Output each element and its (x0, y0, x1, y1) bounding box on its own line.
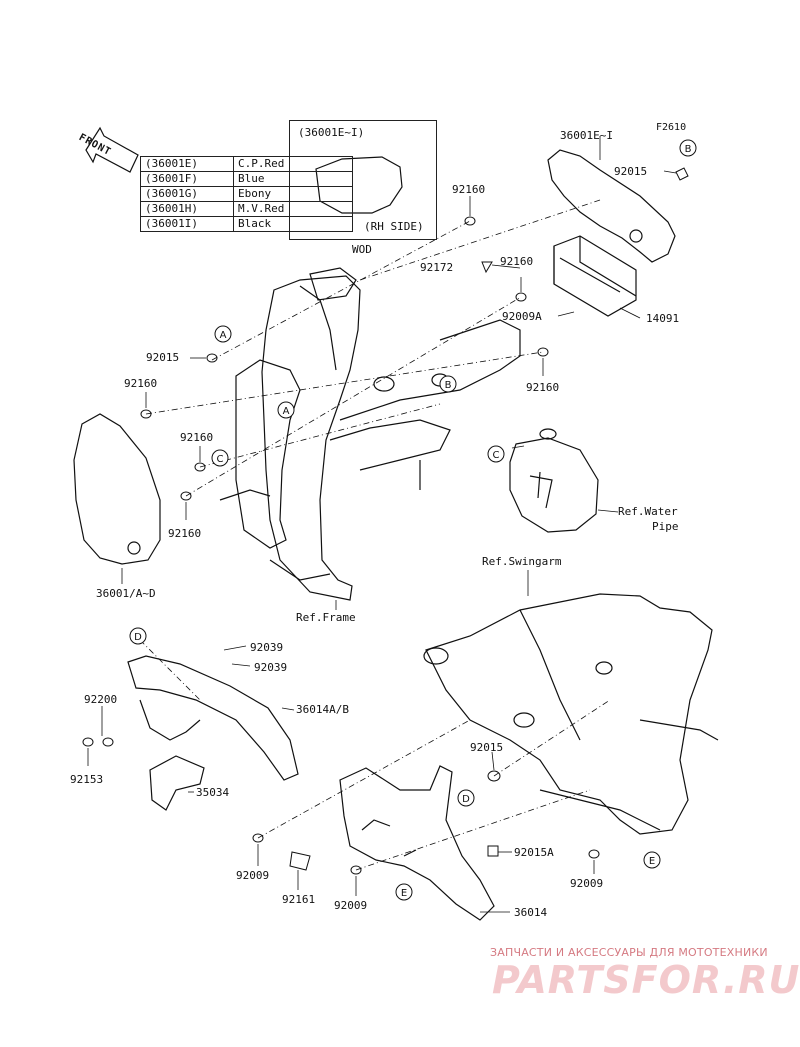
callout-d-lower: D (462, 794, 470, 805)
table-row: (36001E)C.P.Red (140, 156, 353, 172)
leader-lines (87, 136, 677, 913)
label-36001-a-d: 36001/A~D (96, 587, 156, 600)
left-side-cover-drawing (73, 413, 161, 565)
label-92015-top: 92015 (614, 165, 648, 178)
label-92160-f: 92160 (168, 527, 202, 540)
label-92160-e: 92160 (180, 431, 214, 444)
label-ref-swingarm: Ref.Swingarm (482, 555, 562, 568)
figure-id: F2610 (656, 122, 687, 133)
callout-letters: B A B A C C D D E E (134, 144, 691, 899)
table-row: (36001F)Blue (140, 171, 353, 187)
callout-circles (129, 139, 697, 901)
label-92160-b: 92160 (500, 255, 534, 268)
watermark-brand: PARTSFOR.RU (492, 958, 800, 1002)
label-35034: 35034 (196, 786, 230, 799)
label-36001e-i: 36001E~I (560, 129, 613, 142)
label-ref-frame: Ref.Frame (296, 611, 356, 624)
callout-b-frame: B (445, 380, 452, 391)
label-92161: 92161 (282, 893, 316, 906)
label-92153: 92153 (70, 773, 104, 786)
inset-note: WOD (352, 243, 372, 256)
inset-title: (36001E~I) (298, 126, 365, 139)
table-row: (36001I)Black (140, 216, 353, 232)
swingarm-drawing (423, 593, 719, 835)
label-92009-right: 92009 (570, 877, 604, 890)
label-92160-d: 92160 (124, 377, 158, 390)
callout-e-right: E (649, 856, 655, 867)
callout-c-cover: C (493, 450, 500, 461)
table-row: (36001H)M.V.Red (140, 201, 353, 217)
label-ref-water-pipe: Pipe (652, 520, 679, 533)
frame-drawing (219, 267, 521, 601)
label-92160-c: 92160 (526, 381, 560, 394)
callout-a-left: A (220, 330, 227, 341)
label-92009-left: 92009 (236, 869, 270, 882)
label-92039-b: 92039 (254, 661, 288, 674)
color-table: (36001E)C.P.Red (36001F)Blue (36001G)Ebo… (140, 156, 353, 232)
callout-c-left: C (217, 454, 224, 465)
hardware-drawing (82, 167, 689, 875)
inset-caption: (RH SIDE) (364, 220, 424, 233)
label-92015-left: 92015 (146, 351, 180, 364)
label-36014: 36014 (514, 906, 548, 919)
table-row: (36001G)Ebony (140, 186, 353, 202)
label-92015-mid: 92015 (470, 741, 504, 754)
front-arrow-icon (85, 126, 139, 173)
bracket-35034-drawing (149, 755, 205, 811)
label-92039-a: 92039 (250, 641, 284, 654)
label-92172: 92172 (420, 261, 454, 274)
label-92015a: 92015A (514, 846, 554, 859)
lower-guard-drawing (339, 765, 495, 921)
watermark-tagline: ЗАПЧАСТИ И АКСЕССУАРЫ ДЛЯ МОТОТЕХНИКИ (490, 946, 768, 959)
label-ref-water: Ref.Water (618, 505, 678, 518)
callout-d-guard: D (134, 632, 142, 643)
label-92160-a: 92160 (452, 183, 486, 196)
callout-e-lower: E (401, 888, 407, 899)
engine-cover-drawing (509, 428, 599, 533)
callout-b-top: B (685, 144, 692, 155)
right-side-cover-drawing (547, 149, 676, 263)
callout-a-frame: A (283, 406, 290, 417)
chain-guard-drawing (127, 655, 299, 781)
label-92009a: 92009A (502, 310, 542, 323)
label-36014a-b: 36014A/B (296, 703, 349, 716)
bracket-14091-drawing (553, 235, 637, 317)
label-14091: 14091 (646, 312, 680, 325)
label-92009-center: 92009 (334, 899, 368, 912)
label-92200: 92200 (84, 693, 118, 706)
